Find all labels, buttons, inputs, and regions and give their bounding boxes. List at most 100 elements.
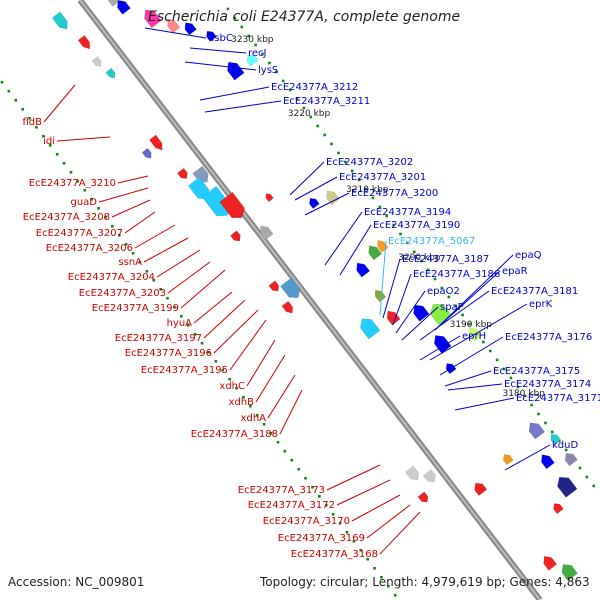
gene-feature — [557, 477, 578, 498]
tick-dot-right — [364, 187, 368, 191]
forward-gene-label: EcE24377A_3170 — [263, 516, 350, 527]
gene-arrow — [117, 0, 131, 15]
gene-feature — [259, 225, 274, 241]
tick-dot-right — [530, 403, 533, 407]
reverse-label-connector — [454, 397, 515, 411]
gene-feature — [550, 433, 562, 445]
reverse-label-connector — [429, 303, 528, 361]
forward-label-connector — [180, 269, 226, 309]
reverse-gene-label: epaR — [502, 266, 528, 277]
tick-dot-left — [173, 305, 176, 309]
forward-label-connector — [117, 175, 149, 184]
topology-text: Topology: circular; Length: 4,979,619 bp… — [260, 575, 590, 589]
reverse-label-connector — [504, 444, 551, 471]
tick-dot-left — [186, 323, 190, 327]
reverse-label-connector — [379, 240, 387, 316]
reverse-label-connector — [304, 192, 350, 216]
tick-dot-left — [111, 224, 114, 228]
tick-dot-right — [350, 169, 354, 173]
gene-feature — [141, 147, 152, 159]
gene-arrow — [227, 61, 245, 81]
scale-tick-label: 3210 kbp — [346, 185, 389, 195]
tick-dot-left — [290, 458, 294, 462]
gene-feature — [167, 18, 181, 34]
reverse-label-connector — [444, 370, 492, 387]
forward-gene-label: guaD — [70, 197, 97, 208]
gene-arrow — [557, 477, 578, 498]
gene-features — [51, 0, 578, 582]
gene-arrow — [374, 289, 387, 303]
tick-dot-right — [295, 97, 299, 101]
forward-label-connector — [279, 389, 303, 435]
reverse-label-connector — [419, 290, 490, 341]
gene-arrow — [413, 304, 430, 322]
genome-title: Escherichia coli E24377A, complete genom… — [148, 9, 461, 25]
tick-dot-right — [399, 232, 402, 236]
forward-label-connector — [246, 339, 276, 387]
tick-dot-right — [247, 34, 251, 38]
tick-dot-right — [275, 70, 278, 74]
gene-arrow — [177, 167, 188, 179]
reverse-gene-label: EcE24377A_3187 — [402, 254, 489, 265]
tick-dot-left — [387, 584, 390, 588]
tick-dot-right — [440, 286, 444, 290]
tick-dot-right — [261, 52, 264, 56]
tick-dot-left — [152, 278, 156, 282]
gene-arrow — [360, 318, 381, 340]
tick-dot-right — [537, 412, 540, 416]
gene-arrow — [281, 300, 293, 314]
tick-dot-right — [544, 421, 547, 425]
forward-gene-label: xdhA — [241, 413, 267, 424]
gene-feature — [219, 191, 245, 219]
reverse-label-connector — [184, 61, 257, 71]
tick-dot-left — [14, 98, 18, 102]
tick-dot-left — [269, 431, 273, 435]
gene-arrow — [184, 22, 197, 36]
tick-dot-right — [254, 43, 257, 47]
gene-arrow — [265, 193, 274, 203]
tick-dot-right — [371, 196, 375, 200]
gene-feature — [268, 280, 280, 292]
gene-feature — [265, 193, 274, 203]
reverse-label-connector — [189, 47, 247, 54]
tick-dot-right — [495, 358, 499, 362]
tick-dot-left — [352, 539, 356, 543]
gene-arrow — [474, 482, 488, 496]
reverse-label-connector — [401, 306, 439, 341]
reverse-gene-label: EcE24377A_3181 — [491, 286, 578, 297]
tick-dot-left — [262, 422, 266, 426]
reverse-gene-label: epaQ — [515, 250, 542, 261]
reverse-gene-label: eprK — [529, 299, 553, 310]
tick-dot-left — [166, 296, 169, 300]
gene-arrow — [309, 198, 320, 210]
forward-gene-label: EcE24377A_3173 — [238, 485, 325, 496]
tick-dot-left — [331, 512, 335, 516]
gene-arrow — [219, 191, 245, 219]
gene-arrow — [77, 35, 91, 50]
forward-gene-label: EcE24377A_3204 — [68, 272, 155, 283]
forward-label-connector — [167, 261, 211, 294]
tick-dot-left — [235, 386, 238, 390]
forward-label-connector — [267, 374, 296, 419]
tick-dot-right — [344, 160, 347, 164]
gene-arrow — [417, 491, 429, 503]
reverse-label-connector — [392, 273, 412, 326]
gene-feature — [230, 230, 241, 242]
tick-dot-left — [90, 197, 93, 201]
forward-gene-label: xdhB — [229, 397, 255, 408]
gene-feature — [117, 0, 131, 15]
reverse-gene-label: EcE24377A_3190 — [373, 220, 460, 231]
reverse-gene-label: dsbC — [208, 33, 233, 44]
tick-dot-left — [276, 440, 280, 444]
tick-dot-right — [413, 250, 416, 254]
tick-dot-left — [283, 449, 287, 453]
tick-dot-left — [249, 404, 252, 408]
tick-dot-right — [426, 268, 430, 272]
gene-arrow — [528, 422, 546, 440]
gene-arrow — [326, 190, 340, 206]
gene-arrow — [564, 453, 578, 467]
forward-label-connector — [255, 354, 286, 403]
gene-feature — [422, 469, 436, 483]
gene-feature — [309, 198, 320, 210]
tick-dot-right — [523, 394, 527, 398]
